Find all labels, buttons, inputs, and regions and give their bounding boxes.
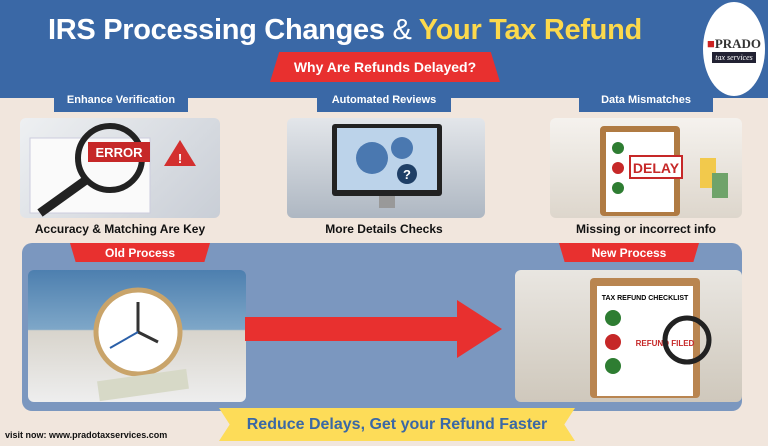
svg-text:TAX REFUND CHECKLIST: TAX REFUND CHECKLIST <box>602 295 689 302</box>
website-link[interactable]: visit now: www.pradotaxservices.com <box>5 430 168 440</box>
why-delayed-ribbon: Why Are Refunds Delayed? <box>270 52 500 82</box>
svg-text:?: ? <box>403 167 411 182</box>
monitor-gears-image: ? <box>287 118 485 218</box>
page-title: IRS Processing Changes & Your Tax Refund <box>48 14 642 46</box>
label-enhance-verification: Enhance Verification <box>54 88 188 112</box>
svg-text:!: ! <box>178 151 182 166</box>
caption-details-checks: More Details Checks <box>325 222 443 236</box>
clock-image <box>28 270 246 402</box>
arrow-right-icon <box>245 300 502 358</box>
old-process-label: Old Process <box>70 243 210 262</box>
caption-accuracy: Accuracy & Matching Are Key <box>34 222 206 236</box>
label-data-mismatches: Data Mismatches <box>579 88 713 112</box>
delay-clipboard-image: DELAY <box>550 118 742 218</box>
new-process-label: New Process <box>559 243 699 262</box>
svg-text:DELAY: DELAY <box>633 160 680 176</box>
error-magnifier-image: ERROR! <box>20 118 220 218</box>
label-automated-reviews: Automated Reviews <box>317 88 451 112</box>
caption-missing-info: Missing or incorrect info <box>575 222 716 236</box>
svg-text:ERROR: ERROR <box>96 145 144 160</box>
reduce-delays-banner: Reduce Delays, Get your Refund Faster <box>219 408 575 441</box>
